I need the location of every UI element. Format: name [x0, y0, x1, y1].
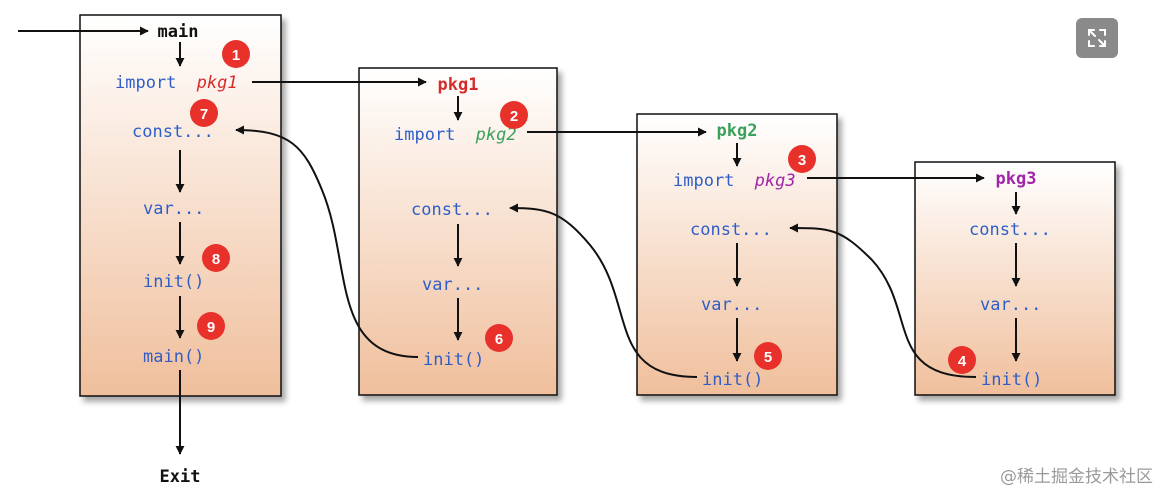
- exit-label: Exit: [160, 467, 201, 487]
- step-badge-7: 7: [190, 99, 218, 127]
- step-badge-3: 3: [788, 145, 816, 173]
- step-badge-9: 9: [197, 312, 225, 340]
- svg-text:2: 2: [510, 108, 518, 125]
- pkg2-title: pkg2: [717, 121, 758, 141]
- step-badge-4: 4: [948, 346, 976, 374]
- main-var: var...: [143, 199, 204, 219]
- svg-text:4: 4: [958, 353, 967, 370]
- expand-icon: [1088, 29, 1106, 47]
- step-badge-8: 8: [202, 244, 230, 272]
- pkg1-const: const...: [411, 200, 493, 220]
- watermark-text: @稀土掘金技术社区: [1000, 467, 1153, 487]
- step-badge-2: 2: [500, 101, 528, 129]
- main-const: const...: [132, 122, 214, 142]
- svg-text:6: 6: [495, 331, 503, 348]
- pkg1-import-line: import pkg2: [394, 125, 517, 145]
- step-badge-5: 5: [754, 342, 782, 370]
- pkg2-import-keyword: import: [673, 171, 734, 191]
- pkg2-init: init(): [702, 370, 763, 390]
- pkg3-title: pkg3: [996, 169, 1037, 189]
- svg-text:8: 8: [212, 251, 220, 268]
- main-import-keyword: import: [115, 73, 176, 93]
- main-init: init(): [143, 272, 204, 292]
- main-import-line: import pkg1: [115, 73, 238, 93]
- pkg1-init: init(): [423, 350, 484, 370]
- svg-text:9: 9: [207, 319, 215, 336]
- expand-button[interactable]: [1076, 18, 1118, 58]
- main-import-pkg: pkg1: [196, 73, 238, 93]
- pkg3-var: var...: [980, 295, 1041, 315]
- svg-text:3: 3: [798, 152, 806, 169]
- svg-text:1: 1: [232, 47, 240, 64]
- step-badge-6: 6: [485, 324, 513, 352]
- main-main-fn: main(): [143, 347, 204, 367]
- pkg3-init: init(): [981, 370, 1042, 390]
- return-curve-pkg2-to-pkg1: [509, 203, 698, 378]
- pkg2-const: const...: [690, 220, 772, 240]
- main-title: main: [158, 22, 199, 42]
- pkg1-title: pkg1: [438, 75, 479, 95]
- step-badge-1: 1: [222, 40, 250, 68]
- pkg2-import-pkg: pkg3: [754, 171, 796, 191]
- svg-text:7: 7: [200, 106, 208, 123]
- return-curve-pkg1-to-main: [235, 125, 419, 358]
- return-curve-pkg3-to-pkg2: [789, 223, 977, 378]
- pkg1-import-pkg: pkg2: [475, 125, 517, 145]
- svg-text:5: 5: [764, 349, 772, 366]
- pkg1-import-keyword: import: [394, 125, 455, 145]
- pkg2-import-line: import pkg3: [673, 171, 796, 191]
- pkg1-var: var...: [422, 275, 483, 295]
- pkg2-var: var...: [701, 295, 762, 315]
- pkg3-const: const...: [969, 220, 1051, 240]
